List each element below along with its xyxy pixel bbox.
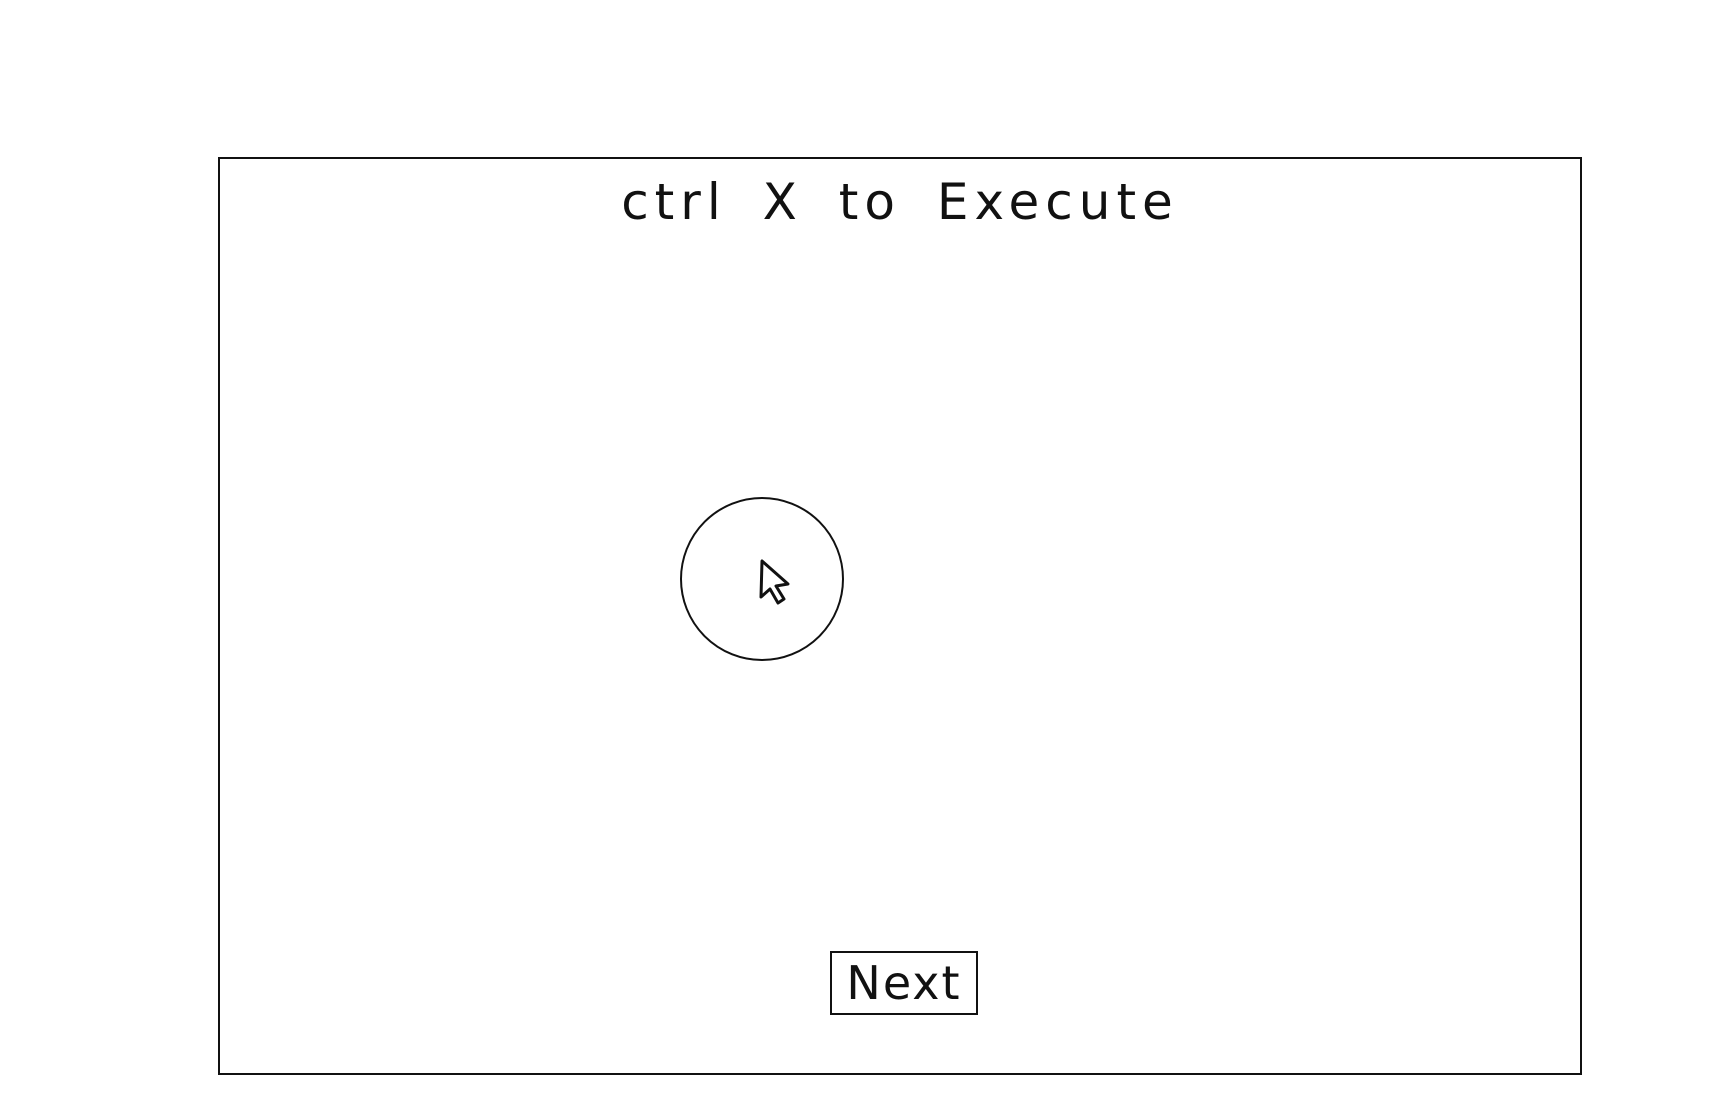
- mouse-pointer-icon: [759, 559, 790, 605]
- click-target-circle[interactable]: [680, 497, 844, 661]
- next-button[interactable]: Next: [830, 951, 978, 1015]
- instruction-text: ctrl X to Execute: [621, 173, 1179, 231]
- main-window: ctrl X to Execute Next: [218, 157, 1582, 1075]
